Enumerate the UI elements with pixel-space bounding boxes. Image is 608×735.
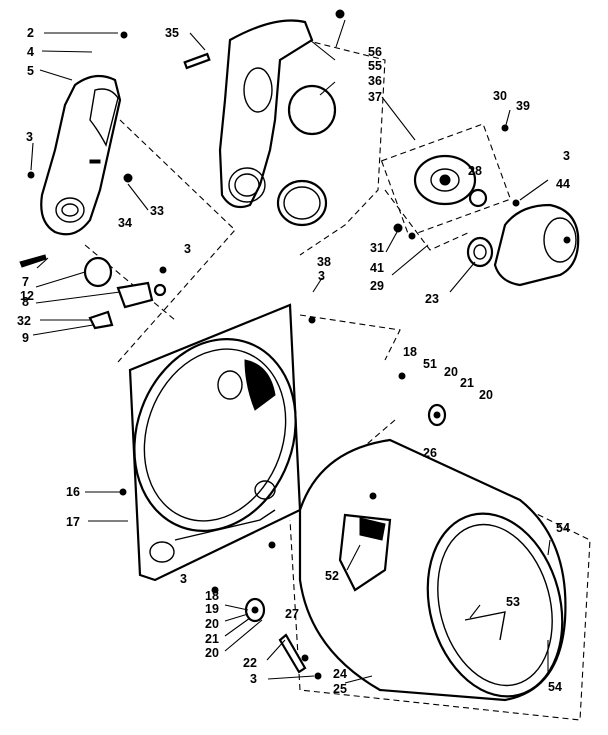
callout-labels: 2 4 5 35 56 55 36 37 30 39 3 33 34 28 3 … [17,26,570,696]
callout-3-upper-left: 3 [26,130,33,144]
callout-44: 44 [556,177,570,191]
dryer-drum [298,438,567,702]
callout-52: 52 [325,569,339,583]
callout-56: 56 [368,45,382,59]
drum-support-hardware [244,372,447,674]
callout-3-bottom: 3 [250,672,257,686]
callout-51: 51 [423,357,437,371]
callout-54-lower: 54 [548,680,562,694]
callout-30: 30 [493,89,507,103]
callout-54-upper: 54 [556,521,570,535]
drive-motor [466,203,580,287]
callout-2: 2 [27,26,34,40]
callout-17: 17 [66,515,80,529]
callout-21-upper: 21 [460,376,474,390]
callout-22: 22 [243,656,257,670]
rear-bulkhead [128,303,302,582]
callout-8: 8 [22,295,29,309]
callout-20-lower-a: 20 [205,617,219,631]
small-parts-left [19,254,167,330]
callout-12: 12 [20,289,34,303]
callout-31: 31 [370,241,384,255]
callout-4: 4 [27,45,34,59]
callout-35-top: 35 [165,26,179,40]
callout-7: 7 [22,275,29,289]
callout-18-lower: 18 [205,589,219,603]
callout-34: 34 [118,216,132,230]
callout-19: 19 [205,602,219,616]
callout-36: 36 [368,74,382,88]
callout-23: 23 [425,292,439,306]
callout-41: 41 [370,261,384,275]
callout-29: 29 [370,279,384,293]
duct-cover [40,74,122,236]
callout-55: 55 [368,59,382,73]
screws [27,9,520,680]
callout-16: 16 [66,485,80,499]
callout-24: 24 [333,667,347,681]
callout-33: 33 [150,204,164,218]
callout-27: 27 [285,607,299,621]
callout-32: 32 [17,314,31,328]
callout-37: 37 [368,90,382,104]
callout-20-upper-b: 20 [479,388,493,402]
callout-28: 28 [468,164,482,178]
callout-53: 53 [506,595,520,609]
callout-26: 26 [423,446,437,460]
callout-3-right: 3 [563,149,570,163]
blower-housing [183,19,337,227]
leader-lines [30,19,551,684]
callout-9: 9 [22,331,29,345]
callout-3-center: 3 [318,269,325,283]
callout-18-upper: 18 [403,345,417,359]
callout-3-mid: 3 [184,242,191,256]
callout-3-lower-left: 3 [180,572,187,586]
motor-fan-assembly [380,123,512,237]
callout-25: 25 [333,682,347,696]
callout-21-lower: 21 [205,632,219,646]
callout-20-upper-a: 20 [444,365,458,379]
callout-39: 39 [516,99,530,113]
callout-38: 38 [317,255,331,269]
callout-20-lower-b: 20 [205,646,219,660]
callout-5: 5 [27,64,34,78]
